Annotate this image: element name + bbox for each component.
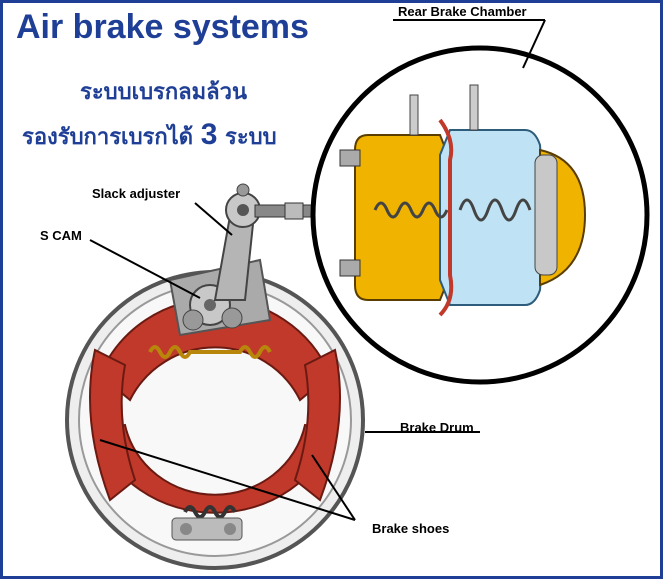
slack-adjuster-leader xyxy=(194,202,233,236)
brake-shoe-leader-1 xyxy=(99,439,356,521)
subtitle-line-1: ระบบเบรกลมล้วน xyxy=(80,80,248,105)
brake-shoe-leader-2 xyxy=(311,454,356,521)
power-spring xyxy=(458,198,532,222)
s-cam-hub xyxy=(204,299,216,311)
air-port-rear xyxy=(469,84,479,131)
s-cam-leader xyxy=(89,239,201,299)
release-bolt xyxy=(534,154,558,276)
shoe-roller-right xyxy=(221,307,243,329)
rear-chamber-leader xyxy=(522,19,546,69)
right-brake-shoe xyxy=(293,348,341,502)
label-brake-shoes: Brake shoes xyxy=(372,521,450,536)
subtitle-line-2: รองรับการเบรกได้ 3 ระบบ xyxy=(22,118,277,154)
slack-adjuster-bolt xyxy=(236,183,250,197)
diaphragm xyxy=(438,118,454,317)
anchor-pin-plate xyxy=(171,517,243,541)
return-spring xyxy=(373,201,449,219)
page-title: Air brake systems xyxy=(16,8,309,46)
mounting-bolt-top xyxy=(339,149,361,167)
label-brake-drum: Brake Drum xyxy=(400,420,474,435)
shoe-roller-left xyxy=(182,309,204,331)
label-rear-brake-chamber: Rear Brake Chamber xyxy=(398,4,527,19)
return-spring-bottom xyxy=(183,505,237,519)
label-s-cam: S CAM xyxy=(40,228,82,243)
subtitle-line-2-number: 3 xyxy=(200,118,218,151)
anchor-pin-left xyxy=(180,523,192,535)
mounting-bolt-bottom xyxy=(339,259,361,277)
service-chamber xyxy=(354,134,451,301)
air-port-front xyxy=(409,94,419,136)
left-brake-shoe xyxy=(89,348,137,502)
push-rod-clevis xyxy=(284,202,304,220)
spring-chamber xyxy=(439,129,547,306)
subtitle-line-2-suffix: ระบบ xyxy=(225,125,277,150)
subtitle-line-2-text: รองรับการเบรกได้ xyxy=(22,125,194,150)
slack-adjuster-pin xyxy=(237,204,249,216)
return-spring-top xyxy=(148,345,272,359)
label-slack-adjuster: Slack adjuster xyxy=(92,186,181,201)
anchor-pin-right xyxy=(224,523,236,535)
